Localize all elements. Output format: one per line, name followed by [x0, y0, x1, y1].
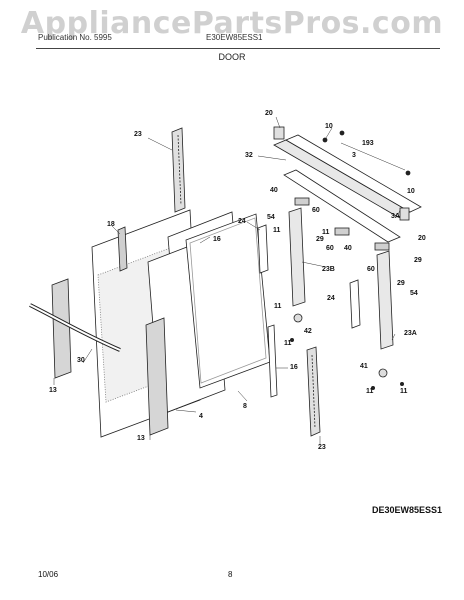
- callout-label: 29: [316, 236, 324, 243]
- callout-label: 60: [312, 207, 320, 214]
- header-rule: [36, 48, 440, 49]
- model-code: DE30EW85ESS1: [371, 505, 442, 515]
- callout-label: 11: [400, 388, 408, 395]
- side-channel-23b: [288, 207, 306, 307]
- bracket-40: [294, 197, 390, 251]
- callout-label: 32: [245, 152, 253, 159]
- gasket-16: [267, 324, 278, 398]
- top-trim-32: [283, 169, 401, 243]
- callout-label: 60: [367, 266, 375, 273]
- insulation-strip-13-left: [51, 278, 72, 379]
- callout-label: 41: [360, 363, 368, 370]
- callout-label: 29: [414, 257, 422, 264]
- callout-label: 23: [318, 444, 326, 451]
- callout-label: 10: [407, 188, 415, 195]
- roller-42: [293, 313, 388, 378]
- callout-label: 54: [267, 214, 275, 221]
- callout-label: 20: [265, 110, 273, 117]
- callout-label: 11: [273, 227, 281, 234]
- watermark: AppliancePartsPros.com: [20, 6, 444, 41]
- callout-label: 24: [238, 218, 246, 225]
- top-trim-3: [273, 134, 422, 218]
- callout-label: 23A: [404, 330, 417, 337]
- callout-label: 11: [366, 388, 374, 395]
- strip-18: [117, 226, 128, 272]
- callout-label: 11: [322, 229, 330, 236]
- callout-label: 24: [327, 295, 335, 302]
- callout-label: 20: [418, 235, 426, 242]
- callout-label: 11: [274, 303, 282, 310]
- page-number: 8: [228, 570, 233, 579]
- callout-label: 4: [199, 413, 203, 420]
- callout-label: 8: [243, 403, 247, 410]
- callout-label: 30: [77, 357, 85, 364]
- callout-label: 18: [107, 221, 115, 228]
- callout-labels: 20 10 193 23 32 3 10 40 60 24 16 54 11 2…: [49, 110, 426, 451]
- model-header: E30EW85ESS1: [206, 33, 263, 42]
- callout-label: 3: [352, 152, 356, 159]
- screw-11: [289, 130, 411, 390]
- callout-label: 11: [284, 340, 292, 347]
- callout-label: 60: [326, 245, 334, 252]
- door-handle: [29, 303, 121, 352]
- glass-panel-8: [185, 213, 271, 389]
- callout-label: 40: [344, 245, 352, 252]
- callout-label: 23: [134, 131, 142, 138]
- callout-label: 3A: [391, 213, 400, 220]
- callout-label: 23B: [322, 266, 335, 273]
- insulation-strip-13-front: [145, 317, 169, 436]
- side-channel-23a: [376, 250, 394, 350]
- section-title: DOOR: [218, 52, 246, 62]
- publication-number: Publication No. 5995: [38, 33, 112, 42]
- callout-label: 16: [290, 364, 298, 371]
- callout-label: 10: [325, 123, 333, 130]
- spacer-24: [257, 224, 361, 329]
- callout-label: 193: [362, 140, 374, 147]
- callout-label: 40: [270, 187, 278, 194]
- footer-date: 10/06: [38, 570, 59, 579]
- hinge-clip-20: [273, 126, 410, 221]
- callout-label: 16: [213, 236, 221, 243]
- callout-label: 13: [137, 435, 145, 442]
- hinge-23-top: [171, 127, 186, 213]
- leader-lines: [53, 116, 406, 444]
- callout-label: 54: [410, 290, 418, 297]
- hinge-23-bottom: [306, 346, 321, 437]
- callout-label: 13: [49, 387, 57, 394]
- callout-label: 29: [397, 280, 405, 287]
- callout-label: 42: [304, 328, 312, 335]
